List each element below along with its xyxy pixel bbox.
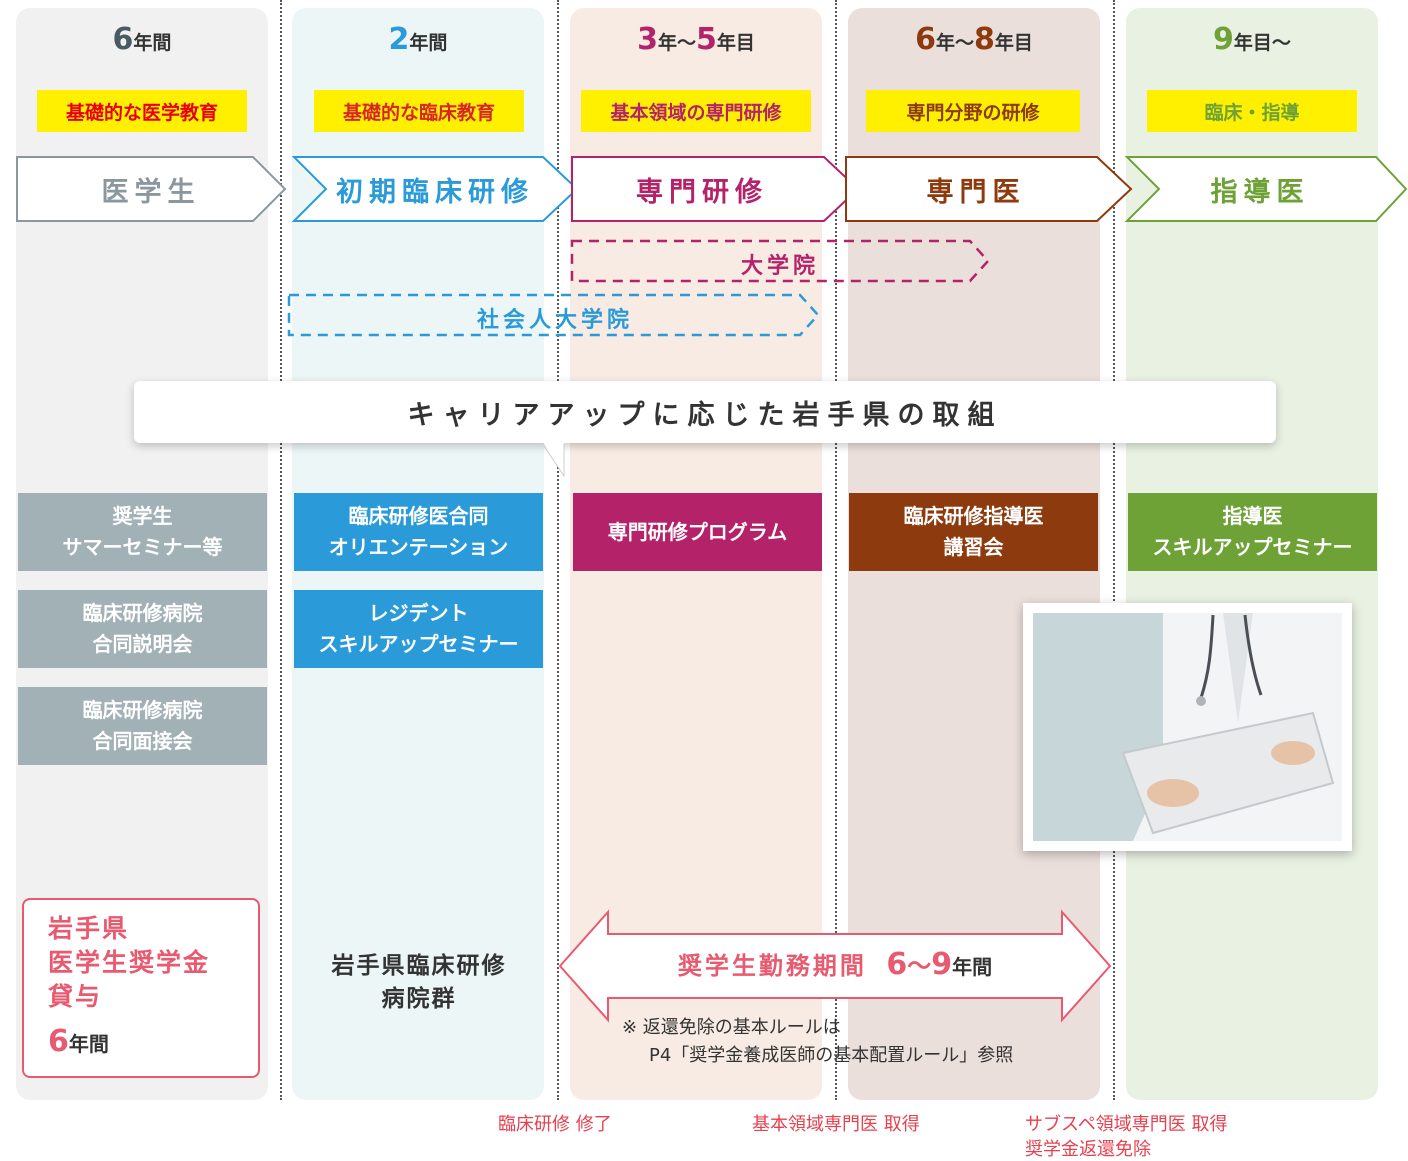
banner-pointer xyxy=(542,440,565,478)
phase-tag-specialty-basic: 基本領域の専門研修 xyxy=(581,90,811,132)
program-line: 専門研修プログラム xyxy=(607,519,788,544)
scholarship-years-unit: 年間 xyxy=(68,1032,109,1056)
dashed-arrow-working-grad-school xyxy=(287,293,820,337)
stage-label-med-student: 医学生 xyxy=(101,176,201,208)
milestone-initial-training-complete: 臨床研修 修了 xyxy=(498,1114,612,1135)
doctor-photo xyxy=(1023,603,1352,851)
phase-tag-basic-clinical: 基礎的な臨床教育 xyxy=(314,90,524,132)
phase-tag-basic-medical: 基礎的な医学教育 xyxy=(37,90,247,132)
program-box-hospital-interview: 臨床研修病院 合同面接会 xyxy=(18,687,267,765)
scholarship-line3: 貸与 xyxy=(48,982,103,1011)
service-period-double-arrow xyxy=(558,909,1112,1023)
program-line: 指導医 xyxy=(1222,504,1283,528)
years-num: 2 xyxy=(388,22,410,57)
program-line: 合同説明会 xyxy=(92,632,193,656)
service-period-sep: ～ xyxy=(907,952,932,980)
program-line: 臨床研修医合同 xyxy=(348,504,489,528)
banner-title: キャリアアップに応じた岩手県の取組 xyxy=(407,399,1003,431)
divider-4 xyxy=(1113,0,1115,1100)
phase-tag-specialty-field: 専門分野の研修 xyxy=(866,90,1080,132)
doctor-illustration xyxy=(1033,613,1342,841)
years-unit-2: 年目 xyxy=(994,32,1033,54)
scholarship-years-num: 6 xyxy=(48,1024,69,1059)
scholarship-line2: 医学生奨学金 xyxy=(48,948,211,977)
years-unit: 年間 xyxy=(409,32,448,54)
program-line: 合同面接会 xyxy=(92,729,193,753)
years-heading-3: 3年～5年目 xyxy=(571,22,821,57)
program-line: スキルアップセミナー xyxy=(318,632,519,656)
scholarship-line1: 岩手県 xyxy=(48,914,130,943)
hospital-group-line2: 病院群 xyxy=(381,986,457,1012)
hospital-group-label: 岩手県臨床研修 病院群 xyxy=(294,950,544,1016)
years-heading-1: 6年間 xyxy=(17,22,267,57)
service-period-num2: 9 xyxy=(931,947,953,982)
repayment-note-line2: P4「奨学金養成医師の基本配置ルール」参照 xyxy=(649,1045,1014,1066)
years-unit-2: 年目 xyxy=(716,32,755,54)
program-box-supervisor-skillup: 指導医 スキルアップセミナー xyxy=(1128,493,1377,571)
stage-arrow-initial-training xyxy=(291,156,579,222)
program-line: 講習会 xyxy=(943,535,1004,559)
years-unit: 年～ xyxy=(657,32,696,54)
program-box-hospital-info-session: 臨床研修病院 合同説明会 xyxy=(18,590,267,668)
stage-label-supervisor: 指導医 xyxy=(1210,176,1310,208)
scholarship-box: 岩手県 医学生奨学金 貸与 6年間 xyxy=(22,898,260,1078)
years-unit: 年目～ xyxy=(1233,32,1291,54)
program-line: サマーセミナー等 xyxy=(62,535,223,559)
years-num: 6 xyxy=(112,22,134,57)
repayment-note-line1: ※ 返還免除の基本ルールは xyxy=(622,1017,841,1038)
years-num: 6 xyxy=(915,22,936,57)
divider-3 xyxy=(835,0,837,1100)
hospital-group-line1: 岩手県臨床研修 xyxy=(331,953,507,979)
working-grad-school-label: 社会人大学院 xyxy=(476,308,633,333)
program-line: スキルアップセミナー xyxy=(1152,535,1353,559)
grad-school-label: 大学院 xyxy=(740,254,819,279)
stage-label-initial-training: 初期臨床研修 xyxy=(336,176,534,208)
initiatives-banner: キャリアアップに応じた岩手県の取組 xyxy=(134,381,1276,443)
years-num: 9 xyxy=(1213,22,1234,57)
service-period-num1: 6 xyxy=(886,947,908,982)
program-box-supervisor-workshop: 臨床研修指導医 講習会 xyxy=(849,493,1098,571)
divider-2 xyxy=(557,0,559,1100)
program-box-specialty-program: 専門研修プログラム xyxy=(573,493,822,571)
scholarship-years: 6年間 xyxy=(48,1024,258,1059)
program-line: レジデント xyxy=(368,601,469,625)
stage-label-specialty-training: 専門研修 xyxy=(636,176,768,208)
milestone-basic-specialist-acquired: 基本領域専門医 取得 xyxy=(752,1114,920,1135)
dashed-arrow-grad-school xyxy=(570,239,990,283)
program-box-resident-skillup: レジデント スキルアップセミナー xyxy=(294,590,543,668)
program-box-resident-orientation: 臨床研修医合同 オリエンテーション xyxy=(294,493,543,571)
years-num-2: 8 xyxy=(974,22,995,57)
phase-tag-clinical-guidance: 臨床・指導 xyxy=(1147,90,1357,132)
years-num: 3 xyxy=(637,22,658,57)
divider-1 xyxy=(280,0,282,1100)
stage-label-specialist: 専門医 xyxy=(926,176,1026,208)
years-heading-2: 2年間 xyxy=(293,22,543,57)
milestone-subspecialty-acquired: サブスペ領域専門医 取得 xyxy=(1025,1114,1228,1135)
years-unit: 年間 xyxy=(133,32,172,54)
years-heading-5: 9年目～ xyxy=(1127,22,1377,57)
program-line: 奨学生 xyxy=(112,504,173,528)
stage-arrow-specialist xyxy=(845,156,1133,222)
program-line: 臨床研修病院 xyxy=(82,698,203,722)
stage-arrow-med-student xyxy=(16,156,287,222)
service-period-unit: 年間 xyxy=(952,955,993,979)
service-period-label: 奨学生勤務期間 6～9年間 xyxy=(608,946,1062,982)
service-period-text: 奨学生勤務期間 xyxy=(677,952,867,980)
milestone-repayment-exempt: 奨学金返還免除 xyxy=(1025,1139,1151,1160)
years-num-2: 5 xyxy=(696,22,717,57)
years-unit: 年～ xyxy=(935,32,974,54)
years-heading-4: 6年～8年目 xyxy=(849,22,1099,57)
program-line: 臨床研修指導医 xyxy=(903,504,1044,528)
stage-arrow-supervisor xyxy=(1124,156,1408,222)
program-line: 臨床研修病院 xyxy=(82,601,203,625)
stage-arrow-specialty-training xyxy=(571,156,860,222)
repayment-note: ※ 返還免除の基本ルールは P4「奨学金養成医師の基本配置ルール」参照 xyxy=(622,1014,1013,1070)
program-box-scholar-summer-seminar: 奨学生 サマーセミナー等 xyxy=(18,493,267,571)
program-line: オリエンテーション xyxy=(328,535,509,559)
